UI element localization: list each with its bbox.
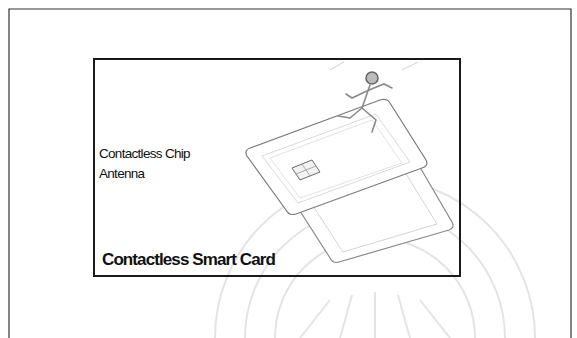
part-label: Antenna <box>99 166 144 182</box>
card-title: Contactless Smart Card <box>102 250 275 270</box>
part-label: Contactless Chip <box>99 146 190 162</box>
smart-card <box>246 99 427 214</box>
outer-frame <box>9 9 571 338</box>
card-frame: Contactless ChipAntennaContactless Smart… <box>93 58 461 277</box>
figure <box>338 72 392 132</box>
contactless-chip <box>292 160 320 180</box>
motion-lines <box>330 62 418 70</box>
